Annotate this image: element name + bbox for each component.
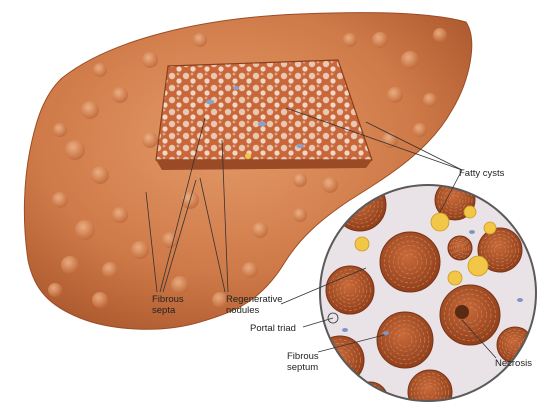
surface-nodule	[162, 232, 178, 248]
surface-nodule	[93, 63, 107, 77]
surface-nodule	[242, 262, 258, 278]
label-regenerative-nodules-line1: Regenerative	[226, 294, 283, 305]
label-portal-triad: Portal triad	[250, 323, 296, 334]
surface-nodule	[293, 208, 307, 222]
surface-nodule	[81, 101, 99, 119]
fat-deposit	[467, 255, 489, 277]
surface-nodule	[112, 87, 128, 103]
surface-nodule	[171, 276, 189, 294]
portal-triad-marker	[327, 312, 339, 324]
surface-nodule	[142, 132, 158, 148]
surface-nodule	[65, 140, 85, 160]
fat-deposit	[463, 205, 477, 219]
cutaway-section	[155, 59, 373, 170]
label-necrosis: Necrosis	[495, 358, 532, 369]
label-regenerative-nodules-line2: nodules	[226, 305, 260, 316]
surface-nodule	[75, 220, 95, 240]
surface-nodule	[387, 87, 403, 103]
surface-nodule	[52, 192, 68, 208]
surface-nodule	[343, 33, 357, 47]
label-fibrous-septa-line2: septa	[152, 305, 176, 316]
surface-nodule	[293, 173, 307, 187]
surface-nodule	[401, 51, 419, 69]
label-fibrous-septa-line1: Fibrous	[152, 294, 184, 305]
surface-nodule	[413, 123, 427, 137]
surface-nodule	[193, 33, 207, 47]
surface-nodule	[102, 262, 118, 278]
surface-nodule	[252, 222, 268, 238]
label-fibrous-septum-line2: septum	[287, 362, 318, 373]
surface-nodule	[48, 283, 62, 297]
surface-nodule	[53, 123, 67, 137]
surface-nodule	[61, 256, 79, 274]
surface-nodule	[423, 93, 437, 107]
fat-deposit	[430, 212, 450, 232]
surface-nodule	[212, 292, 228, 308]
surface-nodule	[131, 241, 149, 259]
surface-nodule	[112, 207, 128, 223]
necrosis-spot	[455, 305, 469, 319]
label-fibrous-septum-line1: Fibrous	[287, 351, 319, 362]
leader-lines	[145, 107, 497, 359]
fat-deposit	[483, 221, 497, 235]
surface-nodule	[142, 52, 158, 68]
surface-nodule	[322, 177, 338, 193]
surface-nodule	[91, 166, 109, 184]
fat-deposit	[447, 270, 463, 286]
fat-deposit	[354, 236, 370, 252]
surface-nodule	[372, 32, 388, 48]
surface-nodule	[92, 292, 108, 308]
surface-nodule	[433, 28, 447, 42]
label-fatty-cysts: Fatty cysts	[459, 168, 505, 179]
